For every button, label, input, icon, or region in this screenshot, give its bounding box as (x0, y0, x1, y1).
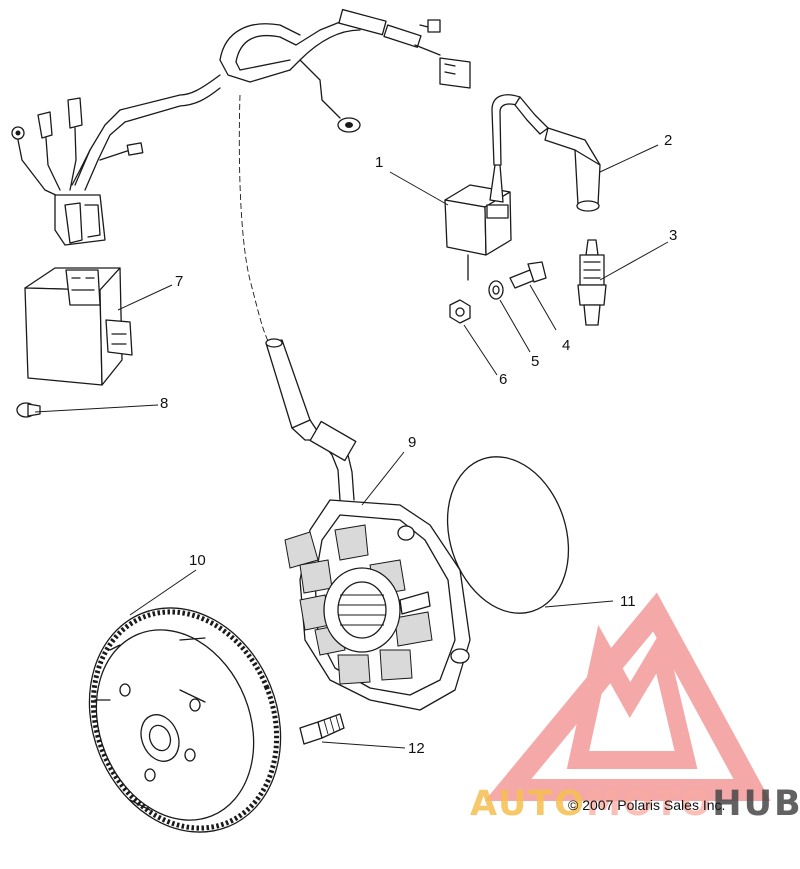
wiring-harness (71, 8, 471, 191)
callout-5: 5 (531, 353, 540, 370)
wire-sleeve (265, 339, 311, 429)
callout-8: 8 (160, 395, 169, 412)
callout-6: 6 (499, 371, 508, 388)
callout-10: 10 (189, 552, 206, 569)
leader-lines (34, 144, 669, 749)
callout-12: 12 (408, 740, 425, 757)
callout-7: 7 (175, 273, 184, 290)
callout-11: 11 (620, 593, 636, 610)
bolt-12 (299, 713, 345, 745)
copyright-notice: © 2007 Polaris Sales Inc. (568, 797, 726, 813)
callout-9: 9 (408, 434, 417, 451)
stator-windings (284, 524, 433, 685)
callout-4: 4 (562, 337, 571, 354)
ignition-coil (444, 94, 521, 281)
cdi-module (24, 267, 133, 386)
flywheel (88, 607, 282, 833)
callout-1: 1 (375, 154, 384, 171)
callout-2: 2 (664, 132, 673, 149)
washer-5 (488, 280, 504, 300)
watermark-logo (484, 592, 771, 801)
bolt-4 (509, 261, 547, 289)
spark-plug (577, 239, 607, 326)
screw-8 (16, 402, 41, 418)
gasket-11 (446, 456, 570, 614)
terminal-connectors (11, 97, 106, 246)
stator-assembly (284, 499, 471, 711)
callout-3: 3 (669, 227, 678, 244)
nut-6 (449, 299, 471, 324)
stator-lead-wire (238, 94, 271, 346)
spark-plug-cap (514, 96, 601, 212)
watermark-text: AUTOMOTOHUB (470, 784, 800, 824)
